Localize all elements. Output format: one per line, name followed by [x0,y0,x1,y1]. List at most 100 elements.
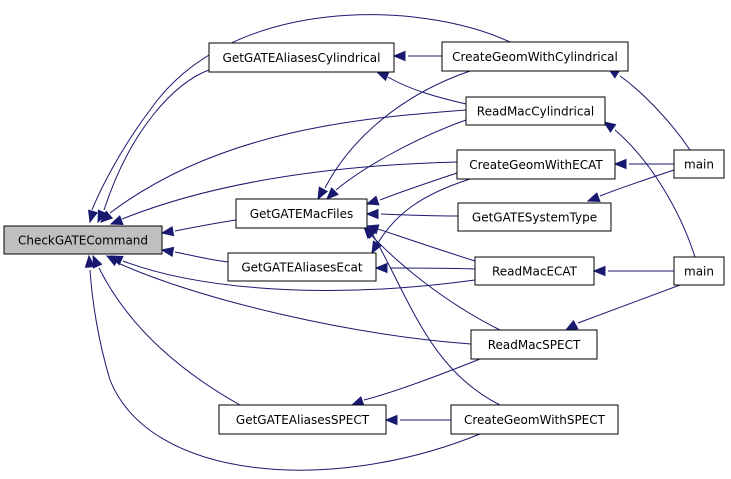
node-main-upper[interactable]: main [673,149,725,179]
arrowhead-icon [100,210,114,223]
edge-main2-to-readcyl [602,121,696,258]
arrowhead-icon [350,396,365,407]
edge-systype-to-macfiles [365,208,459,220]
edge-line [109,109,467,214]
node-label: CheckGATECommand [18,234,148,248]
node-read-mac-ecat[interactable]: ReadMacECAT [474,256,595,286]
edge-line [324,70,471,189]
node-create-geom-with-cylindrical[interactable]: CreateGeomWithCylindrical [441,41,629,72]
edge-line [122,260,476,291]
node-read-mac-cylindrical[interactable]: ReadMacCylindrical [465,96,606,126]
edge-main1-to-systype [586,169,675,203]
edge-line [372,234,501,406]
node-label: CreateGeomWithECAT [469,158,603,172]
edge-readspect-to-aliasesspect [350,358,481,407]
node-label: CreateGeomWithSPECT [464,413,606,427]
edge-geomcyl-to-check [88,14,511,224]
edge-main1-to-geomecat [613,158,674,170]
node-box [457,202,612,232]
arrowhead-icon [88,209,99,224]
edge-line [380,213,459,217]
edge-main2-to-readecat [592,265,675,277]
node-check-gate-command[interactable]: CheckGATECommand [3,225,163,255]
edge-line [389,267,476,270]
edge-line [89,269,481,471]
node-box-highlighted [3,225,163,255]
edge-aliasesecat-to-check [160,246,229,263]
edge-macfiles-to-check [160,219,237,237]
node-create-geom-with-spect[interactable]: CreateGeomWithSPECT [450,404,619,435]
arrowhead-icon [602,121,617,133]
node-box [673,256,725,286]
node-box [227,252,377,282]
node-label: GetGATEAliasesSPECT [236,413,370,427]
edge-readcyl-to-macfiles [326,119,467,200]
arrowhead-icon [365,195,380,206]
node-read-mac-spect[interactable]: ReadMacSPECT [470,329,598,360]
edge-main2-to-readspect [564,284,681,331]
edge-geomecat-to-aliasesecat [371,178,471,255]
edge-line [117,262,472,345]
node-label: ReadMacSPECT [488,338,581,352]
node-box [456,149,616,180]
node-label: ReadMacECAT [492,265,578,279]
edge-line [377,228,476,262]
arrowhead-icon [392,50,406,62]
node-label: GetGATESystemType [472,211,597,225]
edge-line [335,119,467,191]
node-get-gate-aliases-cylindrical[interactable]: GetGATEAliasesCylindrical [208,42,395,73]
edge-line [379,172,458,201]
edge-readspect-to-check [105,255,472,345]
node-create-geom-with-ecat[interactable]: CreateGeomWithECAT [456,149,616,180]
arrowhead-icon [160,246,175,258]
edge-readcyl-to-check [100,109,467,223]
node-box [218,404,387,435]
node-get-gate-mac-files[interactable]: GetGATEMacFiles [235,198,368,229]
edge-line [619,75,691,151]
node-label: main [684,265,714,279]
arrowhead-icon [364,226,377,239]
arrowhead-icon [365,208,379,220]
edge-line [614,129,696,258]
node-get-gate-system-type[interactable]: GetGATESystemType [457,202,612,232]
edge-line [599,169,675,197]
arrowhead-icon [84,254,96,268]
edge-geomcyl-to-aliasescyl [392,50,442,62]
arrowhead-icon [374,262,388,274]
arrowhead-icon [97,209,108,224]
arrowhead-icon [317,186,329,201]
arrowhead-icon [592,265,606,277]
arrowhead-icon [586,192,601,203]
arrowhead-icon [160,225,175,237]
node-label: main [684,158,714,172]
node-get-gate-aliases-ecat[interactable]: GetGATEAliasesEcat [227,252,377,282]
edge-geomecat-to-check [109,161,458,226]
edge-line [577,284,681,324]
node-box [235,198,368,229]
edge-line [91,14,511,211]
node-box [465,96,606,126]
node-get-gate-aliases-spect[interactable]: GetGATEAliasesSPECT [218,404,387,435]
edge-geomcyl-to-macfiles [317,70,471,201]
edge-line [121,161,458,220]
node-label: ReadMacCylindrical [477,105,594,119]
edge-readecat-to-aliasesecat [374,262,476,274]
arrowhead-icon [326,187,339,200]
edge-line [174,219,237,232]
call-graph-edges [84,14,696,471]
node-box [208,42,395,73]
arrowhead-icon [105,255,120,267]
arrowhead-icon [384,414,398,426]
node-box [673,149,725,179]
node-label: CreateGeomWithCylindrical [452,50,618,64]
edge-line [363,358,481,401]
arrowhead-icon [375,71,390,82]
arrowhead-icon [371,240,383,255]
edge-line [387,76,467,105]
node-box [450,404,619,435]
edge-geomecat-to-macfiles [365,172,458,206]
node-box [474,256,595,286]
node-main-lower[interactable]: main [673,256,725,286]
arrowhead-icon [92,254,103,269]
